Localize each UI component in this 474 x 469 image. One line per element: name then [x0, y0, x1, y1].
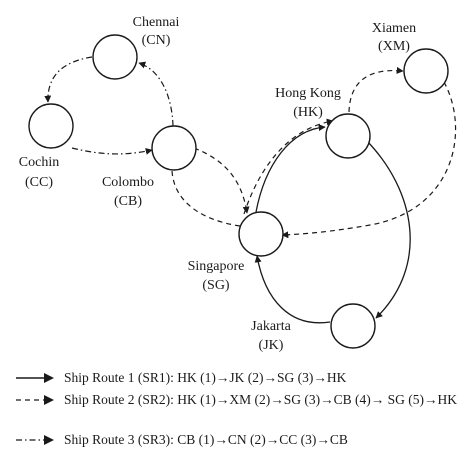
edge-cb-cn: [138, 61, 174, 127]
edge-hk-jk: [365, 139, 411, 319]
label-cochin-code: (CC): [25, 175, 53, 190]
label-jakarta-name: Jakarta: [251, 319, 291, 334]
node-cochin: [28, 103, 74, 149]
label-xiamen-name: Xiamen: [372, 21, 416, 36]
legend-dashed-arrow: [16, 395, 54, 405]
legend-row-sr1: Ship Route 1 (SR1): HK (1)→JK (2)→SG (3)…: [14, 368, 470, 390]
label-cochin-name: Cochin: [19, 155, 59, 170]
edge-hk-xm: [348, 66, 404, 113]
label-singapore-code: (SG): [202, 278, 230, 293]
node-xiamen: [403, 48, 449, 94]
route-3-edges: [44, 56, 174, 155]
port-labels: Chennai (CN) Cochin (CC) Colombo (CB) Ho…: [19, 15, 416, 353]
node-singapore: [238, 211, 284, 257]
legend-dash-dot-arrow: [16, 435, 54, 445]
route-legend: Ship Route 1 (SR1): HK (1)→JK (2)→SG (3)…: [14, 368, 470, 452]
label-chennai-name: Chennai: [133, 15, 180, 30]
node-colombo: [151, 125, 197, 171]
legend-sr2-text: Ship Route 2 (SR2): HK (1)→XM (2)→SG (3)…: [64, 392, 457, 407]
edge-cc-cb: [71, 147, 153, 155]
label-jakarta-code: (JK): [259, 338, 284, 353]
label-colombo-code: (CB): [114, 194, 142, 209]
node-chennai: [92, 34, 138, 80]
port-nodes: [28, 34, 449, 349]
legend-solid-arrow: [16, 373, 54, 383]
legend-sr1-text: Ship Route 1 (SR1): HK (1)→JK (2)→SG (3)…: [64, 370, 347, 385]
label-xiamen-code: (XM): [378, 39, 410, 54]
edge-jk-sg: [254, 255, 331, 324]
legend-sr3-text: Ship Route 3 (SR3): CB (1)→CN (2)→CC (3)…: [64, 432, 348, 447]
edge-sg-hk: [255, 124, 326, 213]
label-colombo-name: Colombo: [102, 175, 154, 190]
legend-row-sr2: Ship Route 2 (SR2): HK (1)→XM (2)→SG (3)…: [14, 390, 470, 430]
label-hong-kong-code: (HK): [293, 105, 323, 120]
node-jakarta: [330, 303, 376, 349]
legend-row-sr3: Ship Route 3 (SR3): CB (1)→CN (2)→CC (3)…: [14, 430, 470, 452]
label-hong-kong-name: Hong Kong: [275, 86, 341, 101]
label-chennai-code: (CN): [142, 33, 171, 48]
node-hong-kong: [325, 113, 371, 159]
label-singapore-name: Singapore: [188, 259, 245, 274]
route-1-edges: [254, 124, 411, 324]
edge-sg-hk-2: [243, 118, 334, 215]
edge-sg-cb: [168, 163, 241, 227]
route-2-edges: [168, 66, 457, 239]
edge-cn-cc: [44, 56, 93, 103]
edge-cb-sg: [193, 147, 250, 214]
edge-xm-sg: [281, 81, 457, 239]
